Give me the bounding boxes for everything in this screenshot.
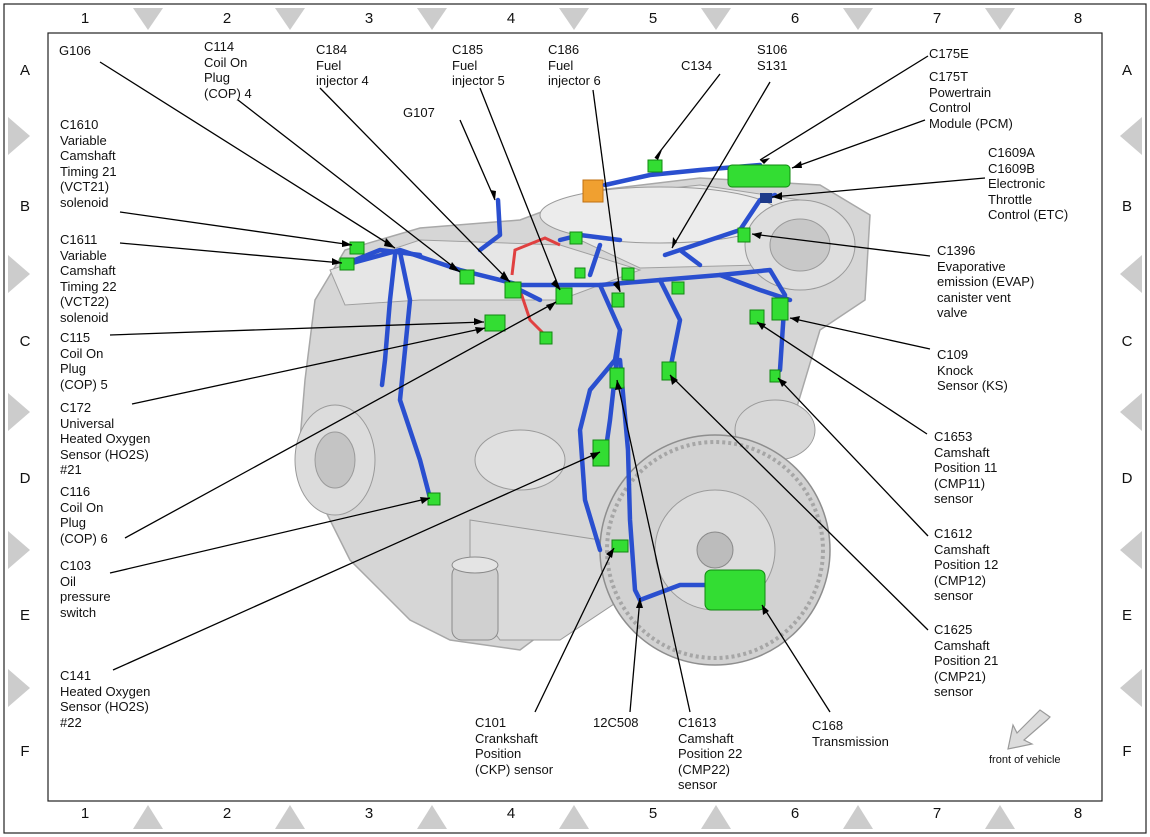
grid-column-7-top: 7 xyxy=(932,10,942,27)
callout-c1612: C1612 Camshaft Position 12 (CMP12) senso… xyxy=(934,526,999,603)
callout-c186: C186 Fuel injector 6 xyxy=(548,42,601,88)
leader-lines xyxy=(99,55,986,713)
grid-column-8-bottom: 8 xyxy=(1073,805,1083,822)
grid-row-a-right: A xyxy=(1121,62,1132,79)
callout-c172: C172 Universal Heated Oxygen Sensor (HO2… xyxy=(60,400,151,477)
callout-c134: C134 xyxy=(681,58,713,73)
callout-c1625: C1625 Camshaft Position 21 (CMP21) senso… xyxy=(934,622,999,699)
connectors xyxy=(339,159,791,611)
callout-c184: C184 Fuel injector 4 xyxy=(316,42,369,88)
callout-12c508: 12C508 xyxy=(593,715,639,730)
grid-column-4-top: 4 xyxy=(506,10,516,27)
callout-c1611: C1611 Variable Camshaft Timing 22 (VCT22… xyxy=(60,232,117,325)
grid-row-e-right: E xyxy=(1121,607,1132,624)
callout-c175e: C175E xyxy=(929,46,969,61)
callout-c115: C115 Coil On Plug (COP) 5 xyxy=(60,330,108,392)
diagram-border xyxy=(3,3,1147,834)
diagram-inner-border xyxy=(47,32,1103,802)
callout-c101: C101 Crankshaft Position (CKP) sensor xyxy=(475,715,554,777)
grid-row-a-left: A xyxy=(19,62,30,79)
callout-c185: C185 Fuel injector 5 xyxy=(452,42,505,88)
callout-c1610: C1610 Variable Camshaft Timing 21 (VCT21… xyxy=(60,117,117,210)
callout-c175t: C175T Powertrain Control Module (PCM) xyxy=(929,69,1013,131)
wiring-harness xyxy=(342,162,793,603)
callout-c114: C114 Coil On Plug (COP) 4 xyxy=(204,39,252,101)
callout-c1613: C1613 Camshaft Position 22 (CMP22) senso… xyxy=(678,715,743,792)
grid-column-5-bottom: 5 xyxy=(648,805,658,822)
connector-c1609 xyxy=(760,193,772,203)
grid-column-6-bottom: 6 xyxy=(790,805,800,822)
grid-column-1-top: 1 xyxy=(80,10,90,27)
grid-column-3-top: 3 xyxy=(364,10,374,27)
callout-c168: C168 Transmission xyxy=(812,718,889,749)
callout-s106-s131: S106 S131 xyxy=(757,42,788,73)
callout-c116: C116 Coil On Plug (COP) 6 xyxy=(60,484,108,546)
grid-row-e-left: E xyxy=(19,607,30,624)
grid-column-1-bottom: 1 xyxy=(80,805,90,822)
callout-c1609: C1609A C1609B Electronic Throttle Contro… xyxy=(988,145,1069,222)
callout-g106: G106 xyxy=(59,43,91,58)
grid-column-3-bottom: 3 xyxy=(364,805,374,822)
grid-column-4-bottom: 4 xyxy=(506,805,516,822)
grid-row-c-left: C xyxy=(19,333,31,350)
grid-column-2-top: 2 xyxy=(222,10,232,27)
grid-column-5-top: 5 xyxy=(648,10,658,27)
grid-column-7-bottom: 7 xyxy=(932,805,942,822)
callout-g107: G107 xyxy=(403,105,435,120)
callout-c1396: C1396 Evaporative emission (EVAP) canist… xyxy=(937,243,1035,320)
grid-row-f-right: F xyxy=(1122,743,1132,760)
grid-row-c-right: C xyxy=(1121,333,1133,350)
grid-row-b-left: B xyxy=(19,198,30,215)
grid-column-2-bottom: 2 xyxy=(222,805,232,822)
grid-column-8-top: 8 xyxy=(1073,10,1083,27)
grid-row-f-left: F xyxy=(20,743,30,760)
front-of-vehicle-label: front of vehicle xyxy=(989,754,1061,766)
callout-c103: C103 Oil pressure switch xyxy=(60,558,111,620)
arrow-down-left-icon xyxy=(1007,709,1051,750)
callout-c109: C109 Knock Sensor (KS) xyxy=(937,347,1008,393)
grid-row-d-left: D xyxy=(19,470,31,487)
grid-row-d-right: D xyxy=(1121,470,1133,487)
arrowheads xyxy=(332,150,802,615)
grid-markers xyxy=(8,8,1142,829)
callout-c1653: C1653 Camshaft Position 11 (CMP11) senso… xyxy=(934,429,998,506)
grid-row-b-right: B xyxy=(1121,198,1132,215)
callout-c141: C141 Heated Oxygen Sensor (HO2S) #22 xyxy=(60,668,151,730)
grid-column-6-top: 6 xyxy=(790,10,800,27)
